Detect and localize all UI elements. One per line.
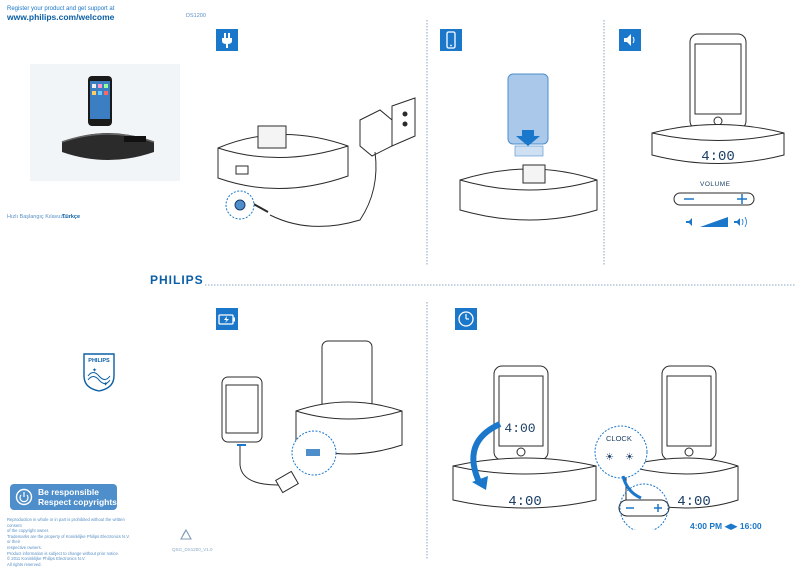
model-number: DS1200 [186,13,206,19]
sun-plus-icon: ☀ [625,452,634,463]
legal-line: All rights reserved. [7,561,42,567]
phone-display-time: 4:00 [504,421,535,436]
phone-icon [446,31,456,49]
clock-icon [458,311,474,327]
charge-illustration [221,340,403,494]
legal-line: respective owners. [7,544,42,550]
volume-illustration: 4:00 [651,33,785,165]
badge-line-2: Respect copyrights [38,497,117,507]
battery-charge-icon [218,314,235,325]
dock-step-icon-box [440,29,462,51]
clock-control-callout: ☀ ☀ [594,425,670,530]
horizontal-divider [205,284,795,286]
charge-step-icon-box [216,308,238,330]
recycle-icon [180,528,192,540]
badge-line-1: Be responsible [38,487,99,497]
quick-start-guide-label: Hızlı Başlangıç Kılavuzu [7,214,67,220]
sun-minus-icon: ☀ [605,452,614,463]
clock-display-illustration: 4:00 4:00 [452,365,597,510]
dock-display-time: 4:00 [508,494,542,510]
philips-shield-logo: PHILIPS ✦ ✦ [83,353,115,392]
volume-display-time: 4:00 [701,149,735,165]
volume-control [673,192,755,228]
svg-text:✦: ✦ [92,367,97,374]
legal-text: Reproduction in whole or in part is proh… [7,517,132,567]
power-icon [15,488,33,506]
clock-step-icon-box [455,308,477,330]
svg-text:✦: ✦ [103,381,108,388]
dock-iphone-illustration [459,73,598,221]
language-name: Türkçe [62,214,81,220]
power-step-icon-box [216,29,238,51]
philips-wordmark: PHILIPS [150,273,204,287]
clock-set-illustration: 4:00 [625,365,739,510]
power-plug-icon [222,33,232,48]
support-url[interactable]: www.philips.com/welcome [7,12,115,22]
speaker-icon [624,34,635,46]
legal-line: of the copyright owner. [7,528,50,534]
register-line: Register your product and get support at [7,6,115,12]
shield-text: PHILIPS [88,358,110,364]
legal-line: Product information is subject to change… [7,550,119,556]
volume-step-icon-box [619,29,641,51]
legal-line: Trademarks are the property of Koninklij… [7,533,130,545]
legal-line: Reproduction in whole or in part is proh… [7,517,125,528]
legal-line: © 2011 Koninklijke Philips Electronics N… [7,556,86,562]
document-number: QSG_DS1200_V1.0 [172,547,213,552]
set-display-time: 4:00 [677,494,711,510]
volume-label: VOLUME [700,181,731,188]
time-format-conversion: 4:00 PM ◀▶ 16:00 [690,521,762,531]
power-connection-illustration [217,97,416,227]
product-photo [30,64,180,181]
clock-label: CLOCK [606,434,632,443]
